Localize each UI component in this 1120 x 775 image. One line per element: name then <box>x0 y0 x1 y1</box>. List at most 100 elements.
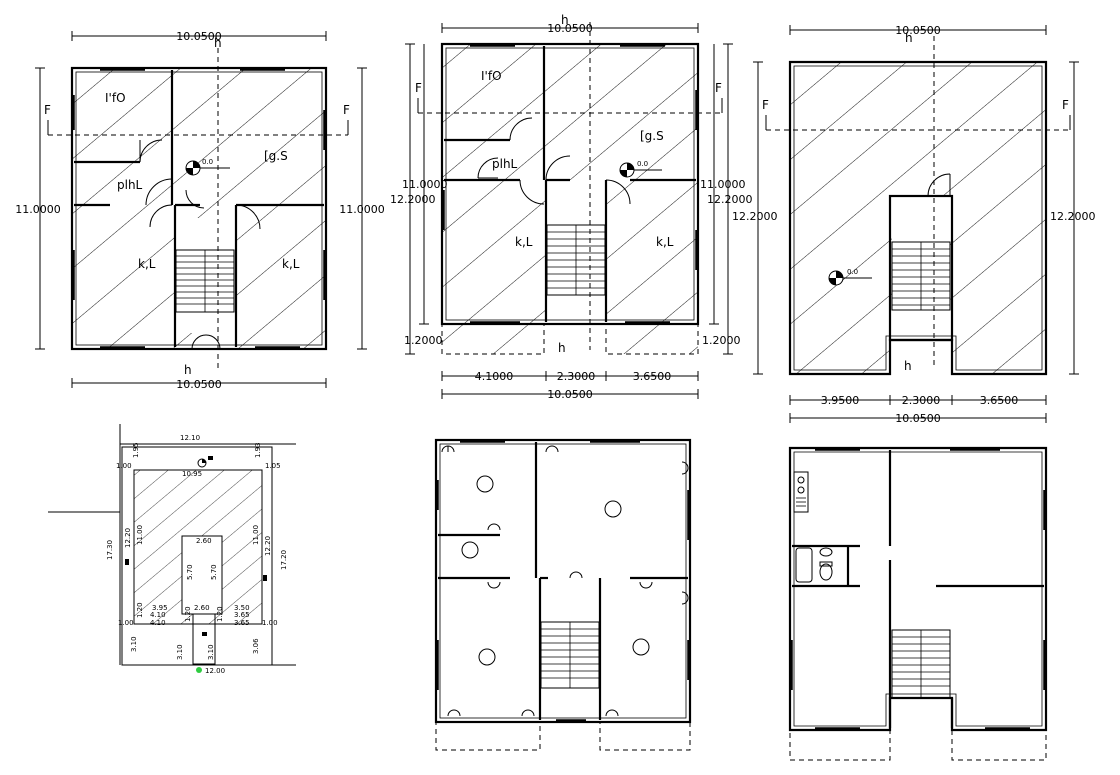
plan2-level-text: 0.0 <box>637 160 648 168</box>
toilet-icon <box>819 563 833 581</box>
fixture-plan <box>788 446 1048 761</box>
site-dim: 1.95 <box>132 442 140 458</box>
plan1-room-label: k,L <box>138 257 156 271</box>
plan1-left-dim: 11.0000 <box>15 203 61 216</box>
site-dim: 1.93 <box>254 442 262 458</box>
plan3-stair-core <box>888 194 954 342</box>
plan3-section-h-bottom: h <box>904 359 912 373</box>
socket-icon <box>447 709 461 717</box>
plan3-seg-dim: 3.6500 <box>980 394 1019 407</box>
site-dim: 4.10 <box>150 611 166 619</box>
socket-icon <box>681 591 689 605</box>
plan3-level-marker: 0.0 <box>828 268 872 286</box>
ceiling-light-icon <box>478 648 496 666</box>
socket-icon <box>605 709 619 717</box>
plan2-left-dim-outer: 12.2000 <box>390 193 436 206</box>
plan2-section-h-top: h <box>561 13 569 27</box>
plan1-room-label: plhL <box>117 178 143 192</box>
site-boundary <box>121 446 273 666</box>
site-dim: 3.50 <box>234 604 250 612</box>
plan3-right-dim: 12.2000 <box>1050 210 1096 223</box>
site-dim: 1.05 <box>265 462 281 470</box>
washbasin-icon <box>819 547 833 557</box>
plan1-level-marker: 0.0 <box>185 158 230 176</box>
plan2-room-label: I'fO <box>481 69 502 83</box>
plan3-left-dim: 12.2000 <box>732 210 778 223</box>
site-dim: 3.10 <box>176 644 184 660</box>
ceiling-light-icon <box>461 541 479 559</box>
plan3-stairs <box>891 241 951 311</box>
socket-icon <box>639 581 653 589</box>
electrical-stairs <box>540 621 600 689</box>
plan1-outer-wall <box>70 66 328 351</box>
plan2-seg-dim: 2.3000 <box>557 370 596 383</box>
plan3-section-f-right: F <box>1062 98 1069 112</box>
fixture-outer-wall <box>788 446 1048 732</box>
plan2-top-dim: 10.0500 <box>547 22 593 35</box>
site-dim: 12.20 <box>124 528 132 548</box>
plan2-right-small: 1.2000 <box>702 334 741 347</box>
plan2-left-small: 1.2000 <box>404 334 443 347</box>
plan2-level-marker: 0.0 <box>619 160 662 178</box>
plan2-left-dim-inner: 11.0000 <box>402 178 448 191</box>
site-dim: 4.10 <box>150 619 166 627</box>
plan1-section-h-bottom: h <box>184 363 192 377</box>
plan1-section-f-right: F <box>343 103 350 117</box>
site-dim: 3.06 <box>252 638 260 654</box>
site-dim: 11.00 <box>252 525 260 545</box>
plan2-section-h-bottom: h <box>558 341 566 355</box>
site-dim: 12.20 <box>264 536 272 556</box>
plan3-seg-dim: 3.9500 <box>821 394 860 407</box>
socket-icon <box>569 571 583 579</box>
site-dim: 10.95 <box>182 470 202 478</box>
plan1-bottom-dim: 10.0500 <box>176 378 222 391</box>
plan2-stairs <box>546 224 606 296</box>
plan3-section-f-left: F <box>762 98 769 112</box>
plan3-total-dim: 10.0500 <box>895 412 941 425</box>
socket-icon <box>681 461 689 475</box>
plan1-section-h-top: h <box>214 36 222 50</box>
site-dim: 17.30 <box>106 540 114 560</box>
socket-icon <box>545 445 559 453</box>
plan1-level-text: 0.0 <box>202 158 213 166</box>
plan1-room-label: [g.S <box>264 149 288 163</box>
plan2-total-dim: 10.0500 <box>547 388 593 401</box>
site-dim: 1.00 <box>262 619 278 627</box>
plan1-right-dim: 11.0000 <box>339 203 385 216</box>
site-dim: 1.20 <box>184 606 192 622</box>
plan2-seg-dim: 4.1000 <box>475 370 514 383</box>
site-dim: 1.00 <box>116 462 132 470</box>
plan2-section-f-right: F <box>715 81 722 95</box>
plan3-top-dim: 10.0500 <box>895 24 941 37</box>
plan2-room-label: [g.S <box>640 129 664 143</box>
plan2-room-label: k,L <box>515 235 533 249</box>
plan2-seg-dim: 3.6500 <box>633 370 672 383</box>
plan1-room-label: k,L <box>282 257 300 271</box>
plan-2: 10.0500 <box>390 13 753 401</box>
kitchen-counter <box>793 471 809 513</box>
site-dim: 17.20 <box>280 550 288 570</box>
site-dim: 5.70 <box>186 564 194 580</box>
site-dim: 3.10 <box>207 644 215 660</box>
site-dim: 3.65 <box>234 611 250 619</box>
plan1-room-label: I'fO <box>105 91 126 105</box>
site-dim: 3.65 <box>234 619 250 627</box>
plan1-section-f-left: F <box>44 103 51 117</box>
site-dim: 3.95 <box>152 604 168 612</box>
plan3-level-text: 0.0 <box>847 268 858 276</box>
fixture-stairs <box>891 629 951 699</box>
site-dim: 1.00 <box>118 619 134 627</box>
plan1-top-dim: 10.0500 <box>176 30 222 43</box>
plan-3: 10.0500 F F h h 12.2000 12.2000 <box>732 24 1096 425</box>
site-dim: 1.20 <box>216 606 224 622</box>
site-dim: 2.60 <box>196 537 212 545</box>
socket-icon <box>441 445 455 453</box>
site-dim: 11.00 <box>136 525 144 545</box>
plan2-room-label: plhL <box>492 157 518 171</box>
site-plan: 12.10 10.95 1.00 1.05 1.95 1.93 17.30 17… <box>48 424 296 675</box>
plan3-section-h-top: h <box>905 31 913 45</box>
site-dim: 12.10 <box>180 434 200 442</box>
ceiling-light-icon <box>476 475 494 493</box>
ceiling-light-icon <box>604 500 622 518</box>
